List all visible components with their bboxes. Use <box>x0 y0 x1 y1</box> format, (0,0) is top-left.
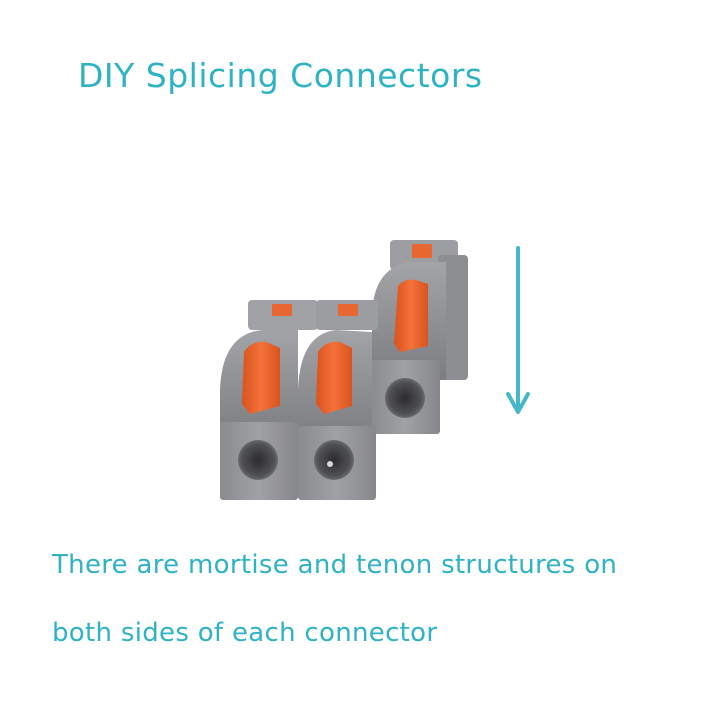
connector-back-row <box>248 300 378 330</box>
down-arrow-icon <box>506 246 530 414</box>
caption-line-1: There are mortise and tenon structures o… <box>52 550 618 580</box>
connector-front-middle <box>298 330 376 500</box>
page-title: DIY Splicing Connectors <box>78 56 483 95</box>
connector-front-left <box>220 330 298 500</box>
connector-raised <box>370 240 468 434</box>
caption-line-2: both sides of each connector <box>52 618 438 648</box>
